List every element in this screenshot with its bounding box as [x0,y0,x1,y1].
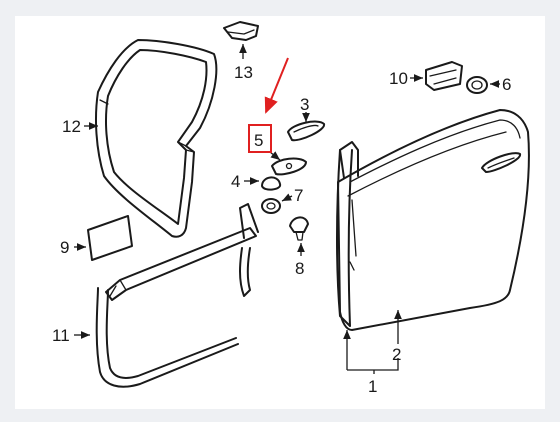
part-4-plug [244,176,282,191]
callout-1: 1 [368,377,377,396]
callout-5: 5 [254,131,263,150]
part-7-grommet [261,193,293,214]
part-13-bracket [223,21,259,59]
part-11-lower-seal [74,203,259,388]
callout-2: 2 [392,345,401,364]
part-5-pad [269,151,307,176]
part-9-pad [74,215,133,261]
highlight-callout-5 [248,57,289,153]
callout-9: 9 [60,238,69,257]
callout-7: 7 [294,186,303,205]
part-6-cap [466,76,500,94]
part-12-weatherstrip [95,39,218,238]
callout-8: 8 [295,259,304,278]
callout-11: 11 [52,326,70,345]
callout-12: 12 [62,117,81,136]
callout-13: 13 [234,63,253,82]
callout-bracket-1 [343,310,402,374]
callout-6: 6 [502,75,511,94]
part-10-handle-bracket [410,61,463,91]
part-8-clip [289,216,309,256]
part-1-door-shell [336,109,530,331]
callout-10: 10 [389,69,408,88]
callout-3: 3 [300,95,309,114]
part-3-pad [287,112,325,142]
callout-4: 4 [231,172,240,191]
